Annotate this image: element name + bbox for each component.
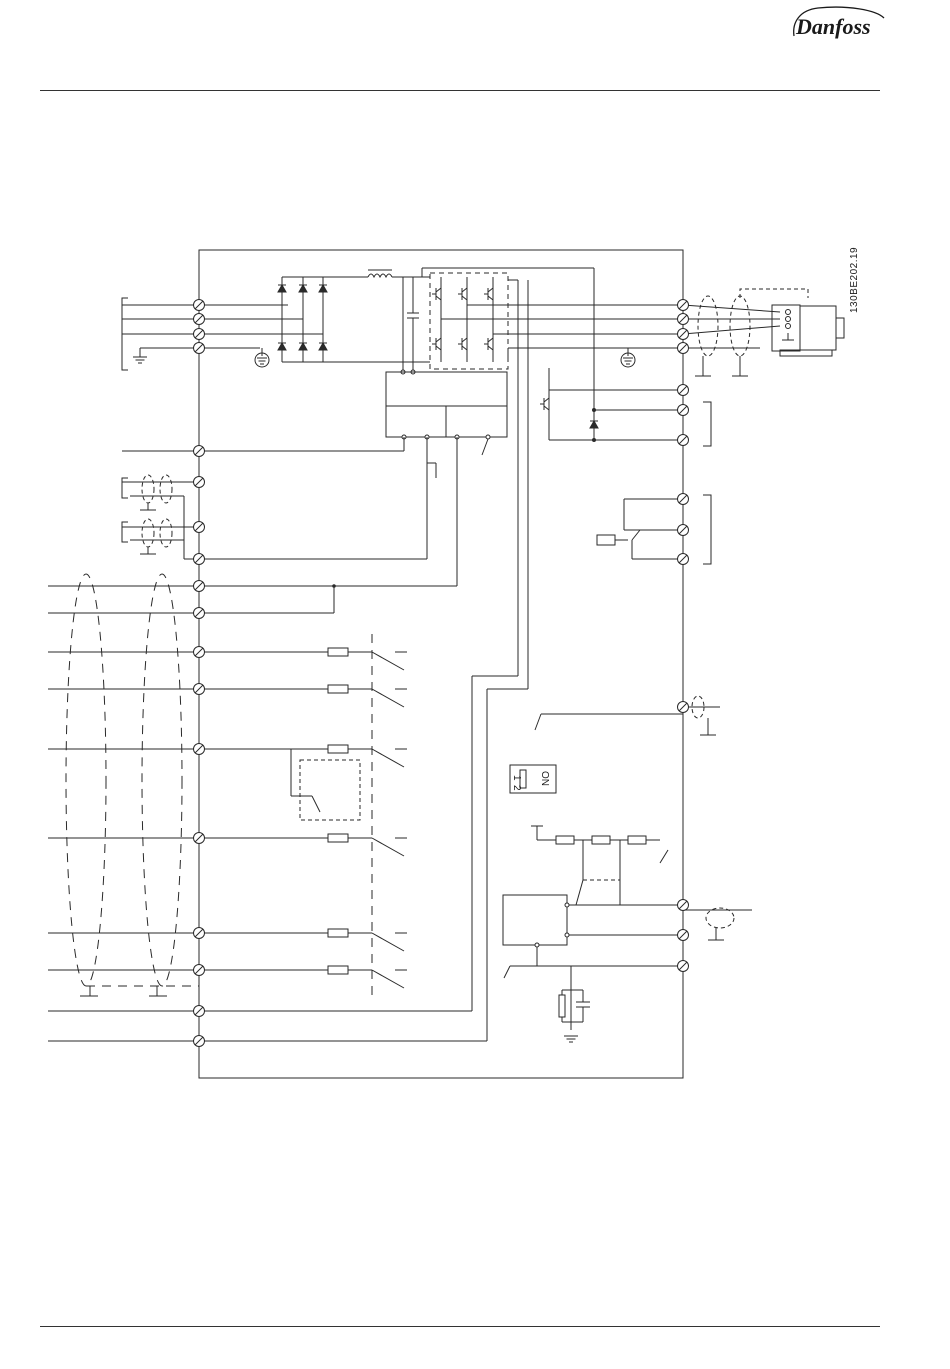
motor-cable xyxy=(683,289,808,376)
brake-chopper xyxy=(540,368,683,442)
screw-terminal-icon xyxy=(194,1036,205,1047)
screw-terminal-icon xyxy=(678,314,689,325)
control-wiring xyxy=(48,280,528,1041)
screw-terminal-icon xyxy=(678,300,689,311)
screw-terminal-icon xyxy=(678,900,689,911)
screw-terminal-icon xyxy=(678,525,689,536)
screw-terminal-icon xyxy=(194,300,205,311)
relay xyxy=(597,495,711,564)
screw-terminal-icon xyxy=(678,554,689,565)
screw-terminal-icon xyxy=(194,522,205,533)
screw-terminal-icon xyxy=(194,647,205,658)
earth-symbol-icon xyxy=(621,348,635,367)
input-resistors xyxy=(328,648,407,988)
inverter-bridge xyxy=(422,268,683,440)
screw-terminal-icon xyxy=(194,581,205,592)
screw-terminal-icon xyxy=(678,961,689,972)
screw-terminal-icon xyxy=(678,930,689,941)
drive-enclosure xyxy=(199,250,683,1078)
dip-position-2: 2 xyxy=(511,785,522,791)
screw-terminal-icon xyxy=(194,608,205,619)
screw-terminal-icon xyxy=(678,405,689,416)
screw-terminal-icon xyxy=(194,1006,205,1017)
screw-terminal-icon xyxy=(194,965,205,976)
screw-terminal-icon xyxy=(678,435,689,446)
brake-terminal-bracket xyxy=(703,402,711,446)
dip-position-1: 1 xyxy=(511,775,522,781)
motor-icon xyxy=(772,305,844,356)
dip-switch: 1 2 ON xyxy=(510,765,556,793)
dc-link-choke xyxy=(336,270,430,362)
screw-terminal-icon xyxy=(194,314,205,325)
mains-input xyxy=(122,298,323,370)
dip-state-label: ON xyxy=(539,771,550,786)
screw-terminal-icon xyxy=(194,477,205,488)
screw-terminal-icon xyxy=(194,928,205,939)
earth-symbol-icon xyxy=(255,348,269,367)
screw-terminal-icon xyxy=(678,385,689,396)
fieldbus-connection xyxy=(535,696,720,735)
figure-reference-code: 130BE202.19 xyxy=(849,247,860,313)
analog-output-network xyxy=(503,826,752,1042)
screw-terminal-icon xyxy=(678,494,689,505)
screw-terminal-icon xyxy=(194,343,205,354)
screw-terminal-icon xyxy=(678,343,689,354)
screw-terminal-icon xyxy=(194,446,205,457)
screw-terminal-icon xyxy=(678,329,689,340)
dc-link-capacitor xyxy=(401,277,419,374)
screw-terminal-icon xyxy=(194,554,205,565)
screw-terminal-icon xyxy=(194,329,205,340)
screw-terminal-icon xyxy=(678,702,689,713)
screw-terminal-icon xyxy=(194,684,205,695)
screw-terminal-icon xyxy=(194,833,205,844)
screw-terminal-icon xyxy=(194,744,205,755)
